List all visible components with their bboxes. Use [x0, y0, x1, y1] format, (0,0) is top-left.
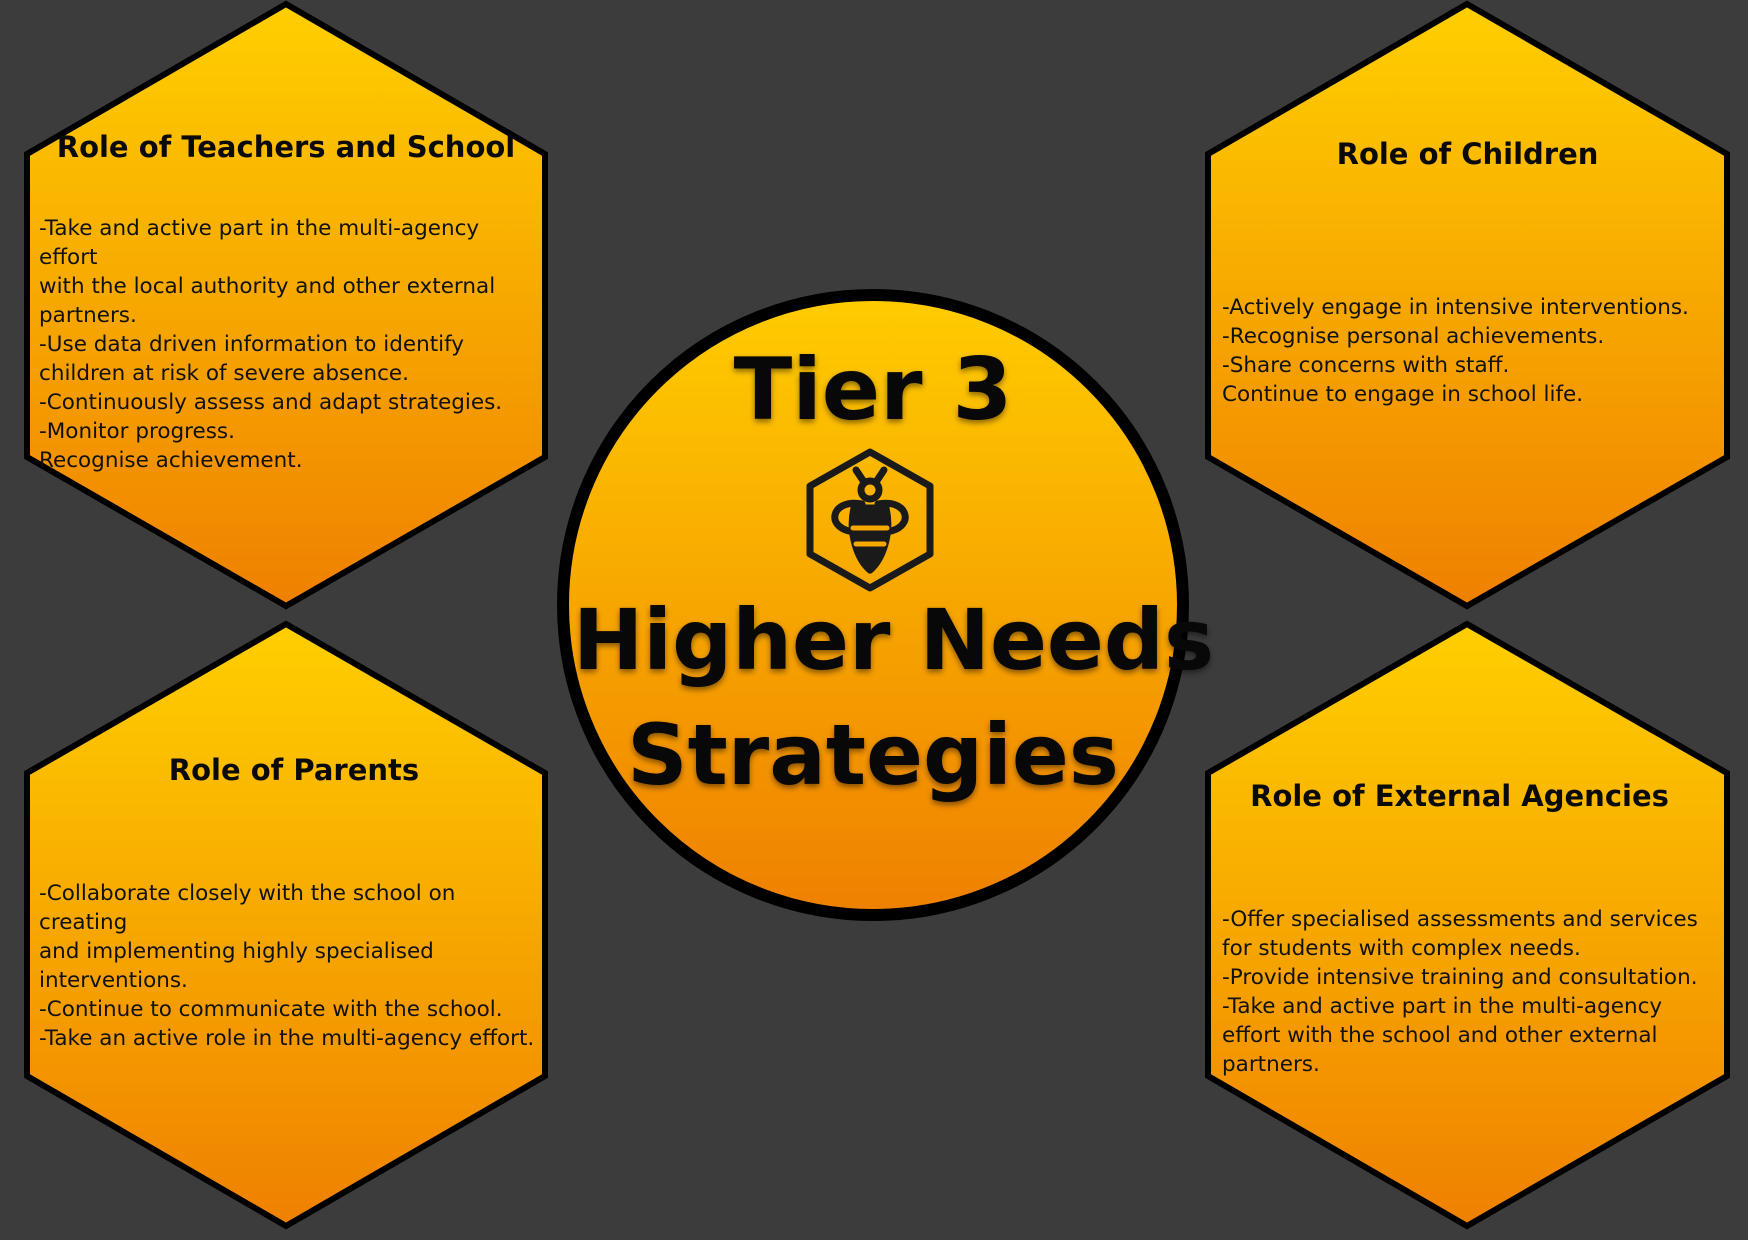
body-line: -Offer specialised assessments and servi… — [1222, 907, 1698, 932]
body-line: -Take and active part in the multi-agenc… — [39, 216, 480, 270]
center-title-line1: Higher Needs — [573, 591, 1215, 689]
parents-title: Role of Parents — [168, 753, 420, 787]
body-line: -Recognise personal achievements. — [1222, 324, 1605, 349]
teachers-body: -Take and active part in the multi-agenc… — [39, 214, 544, 475]
body-line: partners. — [1222, 1052, 1320, 1077]
center-circle — [557, 289, 1189, 921]
teachers-title: Role of Teachers and School — [56, 130, 516, 164]
body-line: -Continue to communicate with the school… — [39, 997, 503, 1022]
center-title-line2: Strategies — [627, 706, 1119, 804]
body-line: -Collaborate closely with the school on … — [39, 881, 456, 935]
body-line: -Share concerns with staff. — [1222, 353, 1510, 378]
body-line: -Provide intensive training and consulta… — [1222, 965, 1698, 990]
body-line: Recognise achievement. — [39, 448, 303, 473]
body-line: Continue to engage in school life. — [1222, 382, 1584, 407]
hexagon-parents — [24, 620, 548, 1230]
body-line: -Use data driven information to identify — [39, 332, 465, 357]
hexagon-children — [1205, 0, 1730, 610]
body-line: and implementing highly specialised — [39, 939, 434, 964]
body-line: -Take and active part in the multi-agenc… — [1222, 994, 1663, 1019]
bee-hexagon-icon — [806, 448, 934, 592]
children-title: Role of Children — [1336, 137, 1599, 171]
body-line: -Actively engage in intensive interventi… — [1222, 295, 1689, 320]
hexagon-agencies — [1205, 620, 1730, 1230]
body-line: for students with complex needs. — [1222, 936, 1581, 961]
hexagon-teachers — [24, 0, 548, 610]
children-body: -Actively engage in intensive interventi… — [1222, 293, 1722, 409]
agencies-title: Role of External Agencies — [1250, 779, 1669, 813]
body-line: with the local authority and other exter… — [39, 274, 496, 299]
body-line: interventions. — [39, 968, 188, 993]
body-line: -Take an active role in the multi-agency… — [39, 1026, 535, 1051]
body-line: partners. — [39, 303, 137, 328]
body-line: children at risk of severe absence. — [39, 361, 409, 386]
body-line: -Monitor progress. — [39, 419, 235, 444]
agencies-body: -Offer specialised assessments and servi… — [1222, 905, 1722, 1079]
body-line: effort with the school and other externa… — [1222, 1023, 1658, 1048]
body-line: -Continuously assess and adapt strategie… — [39, 390, 503, 415]
center-tier-label: Tier 3 — [733, 340, 1013, 440]
parents-body: -Collaborate closely with the school on … — [39, 879, 544, 1053]
